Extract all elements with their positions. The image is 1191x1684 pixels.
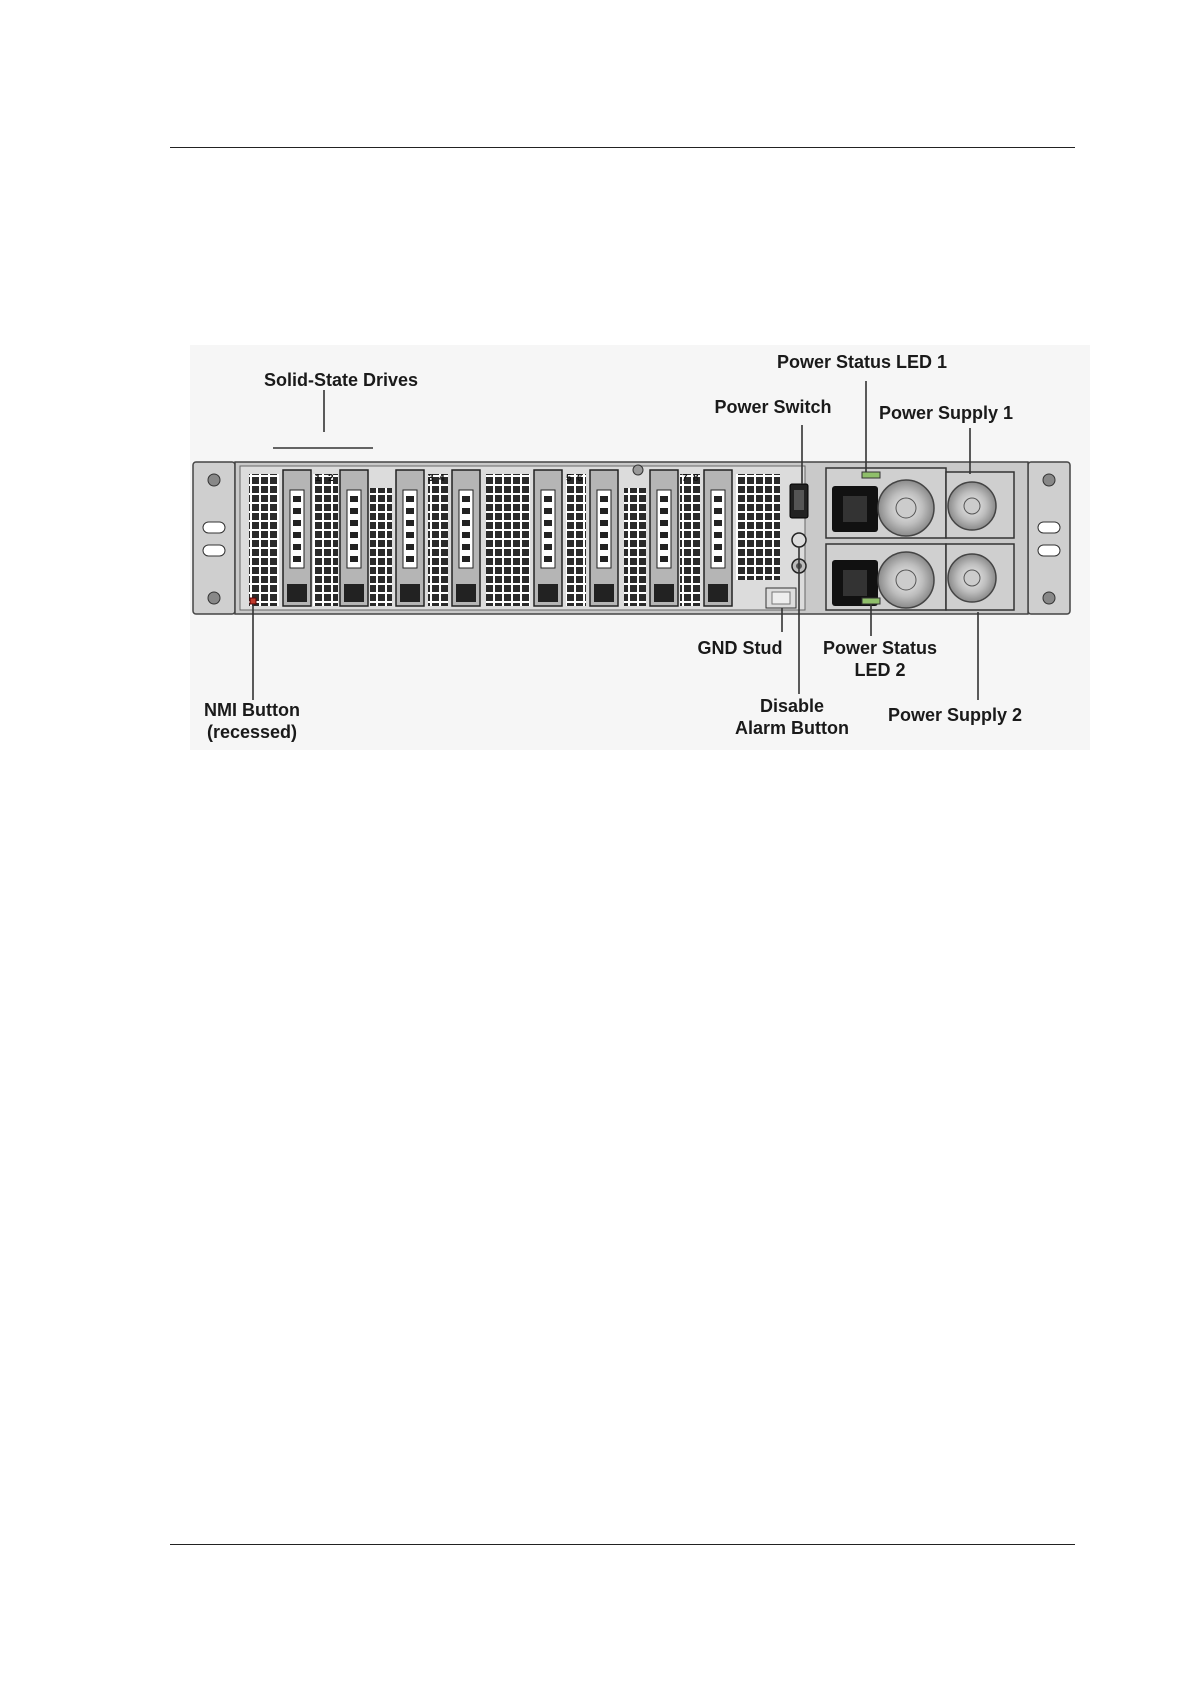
drive-slot-number: 2 — [328, 473, 334, 484]
drive-slot-number: 1 — [315, 473, 321, 484]
drive-slot-number: 8 — [693, 473, 699, 484]
power-status-led-1 — [862, 472, 880, 478]
disable-alarm-button[interactable] — [792, 533, 806, 547]
footer-rule — [170, 1544, 1075, 1545]
label-power-status-led-2: Power Status — [823, 638, 937, 658]
left-rack-ear — [193, 462, 235, 614]
label-nmi-button: NMI Button — [204, 700, 300, 720]
label-power-supply-2: Power Supply 2 — [888, 705, 1022, 725]
solid-state-drive-4[interactable] — [452, 470, 480, 606]
drive-slot-number: 7 — [682, 473, 688, 484]
power-supply-2 — [826, 544, 1014, 610]
right-rack-ear — [1028, 462, 1070, 614]
solid-state-drive-2[interactable] — [340, 470, 368, 606]
solid-state-drive-6[interactable] — [590, 470, 618, 606]
label-nmi-button-line2: (recessed) — [207, 722, 297, 742]
label-power-status-led-1: Power Status LED 1 — [777, 352, 947, 372]
label-power-status-led-2-line2: LED 2 — [854, 660, 905, 680]
drive-slot-number: 6 — [577, 473, 583, 484]
power-status-led-2 — [862, 598, 880, 604]
drive-slot-number: 4 — [439, 473, 445, 484]
label-power-switch: Power Switch — [714, 397, 831, 417]
solid-state-drive-7[interactable] — [650, 470, 678, 606]
label-gnd-stud: GND Stud — [698, 638, 783, 658]
nmi-button[interactable] — [250, 598, 256, 604]
label-power-supply-1: Power Supply 1 — [879, 403, 1013, 423]
label-solid-state-drives: Solid-State Drives — [264, 370, 418, 390]
chassis-screw — [633, 465, 643, 475]
label-disable-alarm-button: Disable — [760, 696, 824, 716]
power-supply-1 — [826, 468, 1014, 538]
drive-slot-number: 3 — [428, 473, 434, 484]
solid-state-drive-8[interactable] — [704, 470, 732, 606]
solid-state-drive-5[interactable] — [534, 470, 562, 606]
label-disable-alarm-button-line2: Alarm Button — [735, 718, 849, 738]
solid-state-drive-3[interactable] — [396, 470, 424, 606]
solid-state-drive-1[interactable] — [283, 470, 311, 606]
drive-slot-number: 5 — [566, 473, 572, 484]
